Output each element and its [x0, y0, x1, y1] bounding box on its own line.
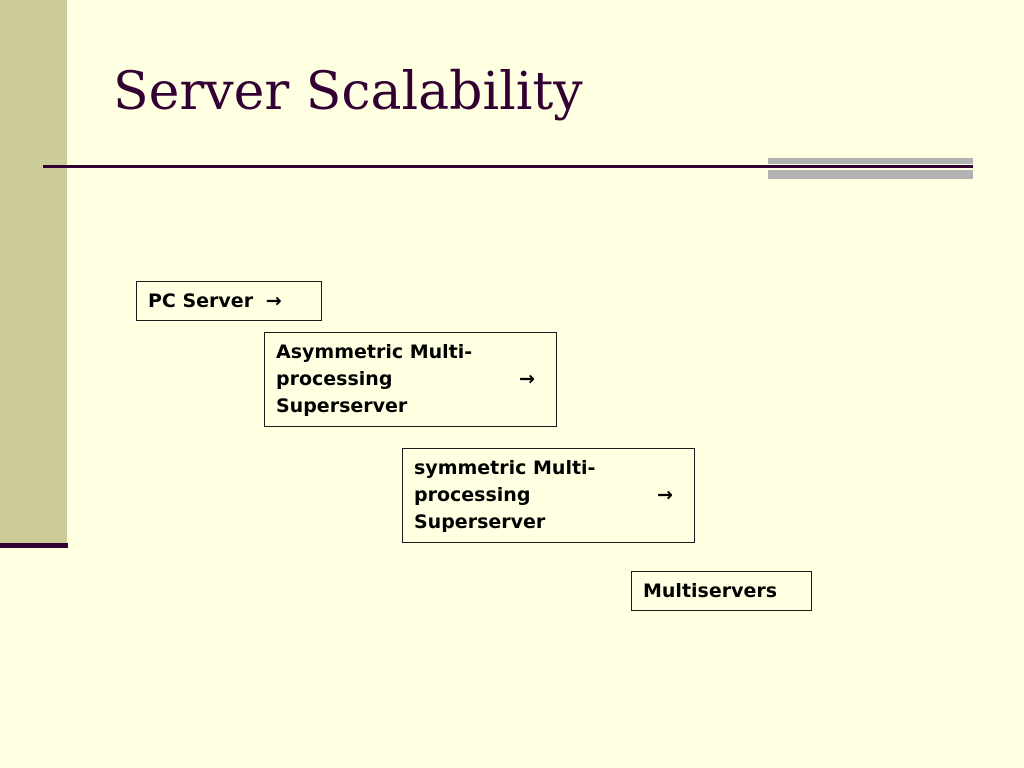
- box-text-line: Multiservers: [643, 580, 778, 602]
- box-text-line: Superserver: [276, 395, 408, 417]
- right-arrow-icon: →: [519, 368, 535, 390]
- right-arrow-icon: →: [657, 484, 673, 506]
- right-arrow-icon: →: [265, 290, 282, 312]
- title-rule-dark: [43, 165, 973, 168]
- left-decorative-band: [0, 0, 67, 546]
- left-band-underline: [0, 543, 68, 548]
- pc-server-box: PC Server →: [136, 281, 322, 321]
- box-text-line: Asymmetric Multi-: [276, 341, 473, 363]
- title-rule-gray-bottom: [768, 170, 973, 179]
- slide-title: Server Scalability: [113, 62, 583, 122]
- box-text-line: Superserver: [414, 511, 546, 533]
- box-text-line: PC Server: [148, 290, 254, 312]
- symmetric-multiprocessing-box: symmetric Multi- processing → Superserver: [402, 448, 695, 543]
- asymmetric-multiprocessing-box: Asymmetric Multi- processing → Superserve…: [264, 332, 557, 427]
- box-text: processing: [276, 368, 393, 390]
- multiservers-box: Multiservers: [631, 571, 812, 611]
- title-rule-gray-top: [768, 158, 973, 164]
- box-text-line: symmetric Multi-: [414, 457, 596, 479]
- box-text: processing: [414, 484, 531, 506]
- box-text-line: processing →: [276, 366, 556, 393]
- box-text-line: processing →: [414, 482, 694, 509]
